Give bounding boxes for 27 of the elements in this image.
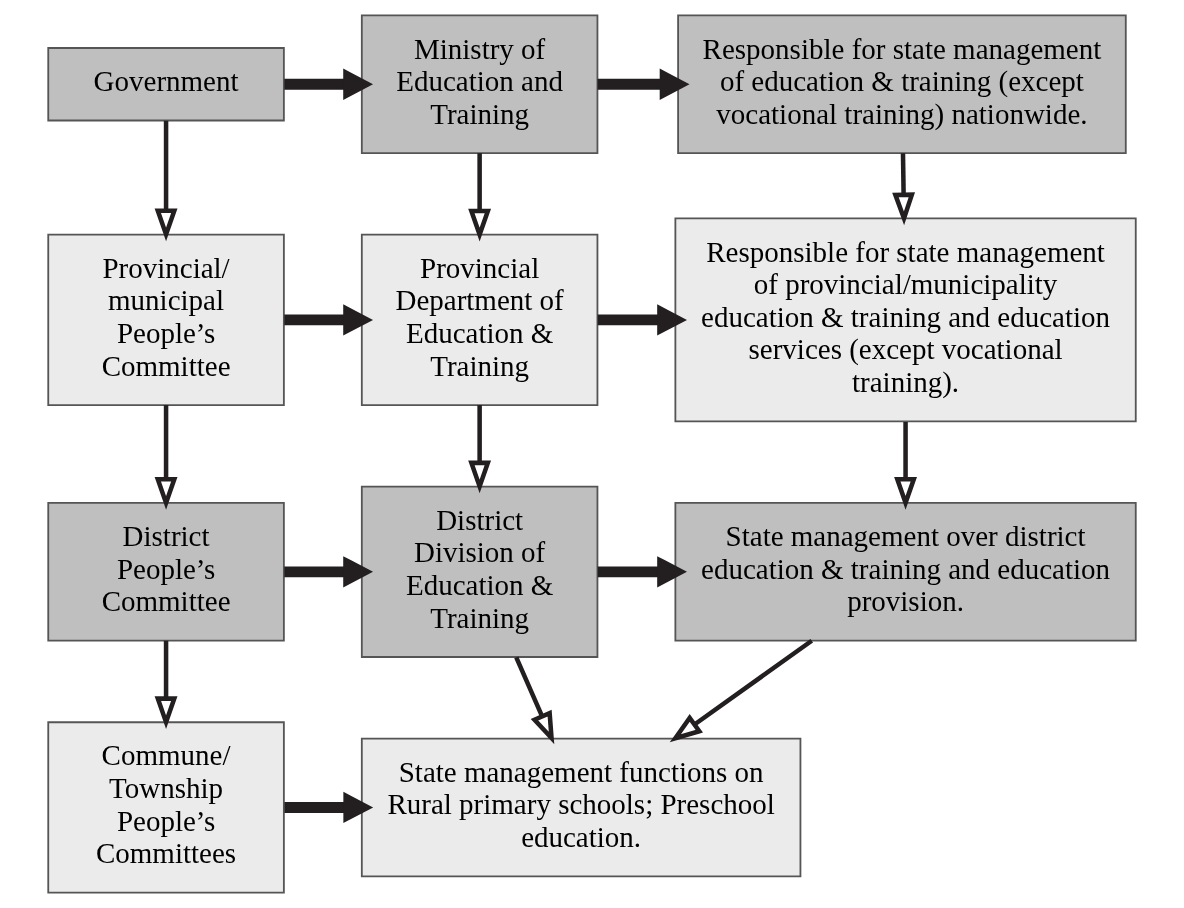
arrow [284,68,374,100]
arrow [894,421,917,510]
arrow [284,304,374,336]
node-box: Responsible for state management of education & training (except vocational training) nationwide. [677,14,1127,155]
arrow [154,640,178,730]
node-box: Commune/ Township People’s Committees [47,721,285,894]
node-box: District People’s Committee [47,502,285,642]
node-box: Responsible for state management of provincial/municipality education & training and education services (except vocational training). [674,217,1137,423]
node-box: District Division of Education & Training [360,485,599,658]
arrow [468,405,492,494]
node-box: Provincial Department of Education & Training [360,233,599,406]
node-box: State management functions on Rural primary schools; Preschool education. [360,737,802,878]
arrow [597,304,687,336]
node-box: Ministry of Education and Training [360,14,599,155]
arrow [597,68,690,100]
node-box: State management over district education & training and education provision. [674,502,1137,642]
arrow [597,556,687,588]
arrow [468,153,492,242]
arrow [154,405,178,510]
arrow [892,153,916,226]
arrow [284,556,374,588]
node-box: Provincial/ municipal People’s Committee [47,233,285,406]
node-box: Government [47,47,285,122]
arrow [154,120,178,242]
arrow [669,638,814,743]
arrow [284,791,374,824]
arrow [514,656,555,745]
